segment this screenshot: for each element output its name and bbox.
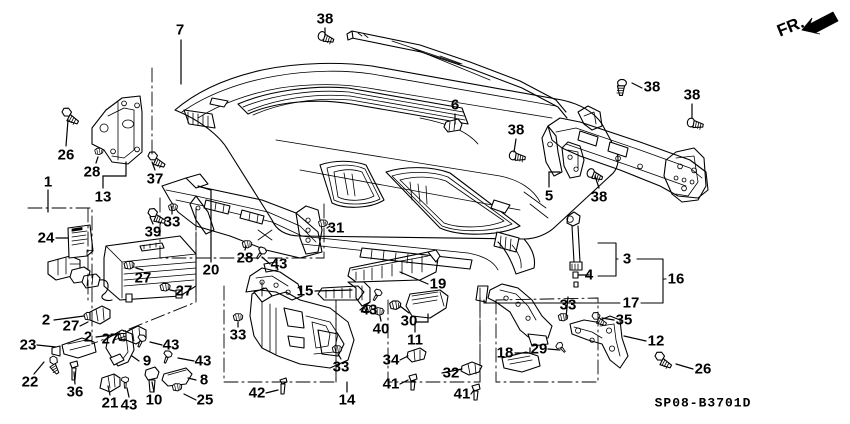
callout-26-a: 26 <box>57 146 75 164</box>
callout-2-b: 2 <box>83 328 93 346</box>
callout-42: 42 <box>248 384 266 402</box>
callout-10: 10 <box>145 391 163 409</box>
callout-31: 31 <box>327 219 345 237</box>
callout-38-a: 38 <box>316 10 334 28</box>
handle-11 <box>405 289 449 319</box>
callout-38-b: 38 <box>643 78 661 96</box>
dash-lower-reinforcement-20 <box>161 173 323 259</box>
callout-1: 1 <box>43 173 53 191</box>
airbag-module-assembly-1 <box>47 224 197 303</box>
callout-5: 5 <box>544 187 554 205</box>
center-lower-panel-14 <box>245 261 355 369</box>
callout-28-b: 28 <box>236 249 254 267</box>
callout-24: 24 <box>37 229 55 247</box>
group-boxes <box>27 67 599 383</box>
callout-33-d: 33 <box>559 296 577 314</box>
trim-rail-19 <box>347 249 441 283</box>
rail-15 <box>317 281 371 307</box>
callout-43-d: 43 <box>120 396 138 414</box>
bracket-12 <box>569 315 629 369</box>
callout-18: 18 <box>496 344 514 362</box>
callout-37: 37 <box>146 170 164 188</box>
callout-35: 35 <box>615 311 633 329</box>
callout-2-a: 2 <box>41 311 51 329</box>
callout-38-e: 38 <box>590 188 608 206</box>
steering-hanger-beam <box>541 105 709 203</box>
callout-27-c: 27 <box>62 317 80 335</box>
callout-28-a: 28 <box>83 163 101 181</box>
fasteners <box>45 30 705 401</box>
callout-27-b: 27 <box>175 282 193 300</box>
callout-7: 7 <box>175 21 185 39</box>
callout-33-a: 33 <box>163 213 181 231</box>
callout-43-a: 43 <box>270 255 288 273</box>
callout-23: 23 <box>19 336 37 354</box>
callout-3: 3 <box>622 250 632 268</box>
callout-43-e: 43 <box>360 301 378 319</box>
callout-33-c: 33 <box>332 358 350 376</box>
assembly-brackets <box>483 242 667 304</box>
instrument-panel-main <box>174 62 619 275</box>
callout-25: 25 <box>196 391 214 409</box>
callout-16: 16 <box>667 270 685 288</box>
callout-36: 36 <box>66 383 84 401</box>
callout-43-b: 43 <box>162 336 180 354</box>
bracket-group-18 <box>475 283 553 373</box>
callout-4: 4 <box>584 266 594 284</box>
callout-9: 9 <box>142 352 152 370</box>
callout-43-c: 43 <box>194 352 212 370</box>
callout-34: 34 <box>382 351 400 369</box>
callout-11: 11 <box>407 331 423 349</box>
callout-17: 17 <box>622 294 640 312</box>
callout-41-a: 41 <box>382 375 400 393</box>
callout-19: 19 <box>429 275 447 293</box>
callout-27-a: 27 <box>134 269 152 287</box>
callout-39: 39 <box>144 223 162 241</box>
callout-38-d: 38 <box>507 121 525 139</box>
callout-29: 29 <box>530 340 548 358</box>
callout-38-c: 38 <box>683 86 701 104</box>
drawing-number: SP08-B3701D <box>654 395 752 411</box>
callout-15: 15 <box>296 282 314 300</box>
leader-lines <box>33 27 694 401</box>
callout-32: 32 <box>442 364 460 382</box>
callout-12: 12 <box>647 332 665 350</box>
upper-beam-rod <box>346 30 568 119</box>
callout-30: 30 <box>400 312 418 330</box>
clip-30 <box>389 300 402 310</box>
callout-20: 20 <box>202 261 220 279</box>
callout-40: 40 <box>372 320 390 338</box>
callout-41-b: 41 <box>453 385 471 403</box>
callout-6: 6 <box>450 96 460 114</box>
callout-13: 13 <box>94 188 112 206</box>
fr-direction-arrow <box>801 11 839 35</box>
stay-rod-3 <box>566 211 583 288</box>
callout-22: 22 <box>21 373 39 391</box>
callout-27-d: 27 <box>101 330 119 348</box>
callout-21: 21 <box>101 394 119 412</box>
callout-33-b: 33 <box>229 326 247 344</box>
callout-26-b: 26 <box>694 360 712 378</box>
callout-8: 8 <box>199 371 209 389</box>
callout-14: 14 <box>338 391 356 409</box>
